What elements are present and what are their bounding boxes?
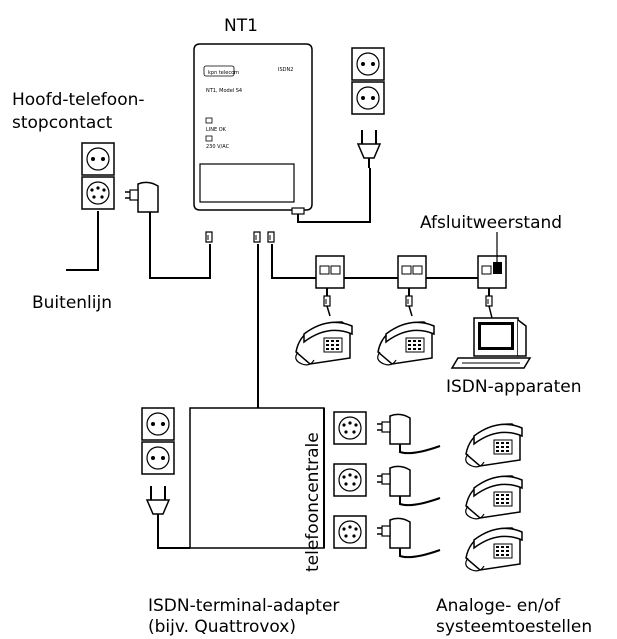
- analog-cable-3: [399, 548, 441, 559]
- nt1-power-port: [291, 207, 305, 215]
- isdn-phone-1-icon: [295, 321, 353, 366]
- adapter-label-line1: ISDN-terminal-adapter: [148, 596, 339, 616]
- computer-icon: [450, 317, 532, 369]
- power-socket-adapter: [141, 407, 175, 475]
- analog-socket-3: [333, 515, 367, 549]
- main-socket-label-line2: stopcontact: [12, 113, 113, 133]
- power-plug-nt1: [356, 130, 382, 168]
- tae-plug-main: [124, 181, 159, 213]
- nt1-led1-text: LINE OK: [206, 127, 227, 133]
- analog-phone-1-icon: [465, 423, 523, 468]
- analog-cable-1: [399, 444, 441, 455]
- analog-socket-2: [333, 463, 367, 497]
- main-socket-label-line1: Hoofd-telefoon-: [12, 90, 145, 110]
- tae-plug-3: [376, 517, 411, 549]
- nt1-label: NT1: [224, 16, 258, 36]
- analog-label-line2: systeemtoestellen: [436, 617, 592, 637]
- isdn-devices-label: ISDN-apparaten: [446, 377, 581, 397]
- tae-plug-2: [376, 465, 411, 497]
- nt1-led2-text: 230 V/AC: [206, 144, 230, 150]
- adapter-power-cable: [157, 514, 190, 549]
- s0-outlet-1: [315, 255, 345, 289]
- power-socket-nt1: [351, 47, 385, 115]
- nt1-logo-text: kpn telecom: [208, 70, 239, 76]
- analog-socket-1: [333, 411, 367, 445]
- rj-connector-s0-a: [253, 231, 261, 243]
- nt1-device: kpn telecom ISDN2 NT1, Model S4 LINE OK …: [193, 43, 313, 215]
- s0-bus-cable: [271, 244, 316, 279]
- main-telephone-socket: [81, 142, 115, 210]
- nt1-cover: [199, 163, 295, 203]
- rj-connector-line: [205, 231, 213, 243]
- analog-phone-3-icon: [465, 527, 523, 572]
- s0-outlet-terminator: [477, 255, 507, 289]
- tae-plug-1: [376, 413, 411, 445]
- rj-connector-s0-b: [267, 231, 275, 243]
- analog-cable-2: [399, 496, 441, 507]
- led-line-ok-icon: [205, 117, 213, 124]
- nt1-line-cable: [149, 212, 211, 279]
- nt1-port-text: ISDN2: [278, 67, 293, 73]
- rj-connector-pc: [485, 295, 493, 307]
- nt1-model-text: NT1, Model S4: [206, 88, 242, 94]
- rj-connector-phone-2: [405, 295, 413, 307]
- rj-connector-phone-1: [323, 295, 331, 307]
- outside-line-cable: [66, 211, 99, 271]
- outside-line-label: Buitenlijn: [32, 293, 112, 313]
- analog-label-line1: Analoge- en/of: [436, 596, 561, 616]
- pbx-label: telefooncentrale: [303, 432, 323, 572]
- isdn-terminal-adapter: [189, 407, 325, 549]
- adapter-label-line2: (bijv. Quattrovox): [148, 617, 296, 637]
- s0-outlet-2: [397, 255, 427, 289]
- power-plug-adapter: [145, 486, 171, 515]
- led-power-icon: [205, 135, 213, 142]
- terminator-label: Afsluitweerstand: [420, 213, 562, 233]
- kpn-logo: [203, 65, 235, 77]
- analog-phone-2-icon: [465, 475, 523, 520]
- isdn-phone-2-icon: [377, 321, 435, 366]
- nt1-power-cable: [297, 168, 371, 223]
